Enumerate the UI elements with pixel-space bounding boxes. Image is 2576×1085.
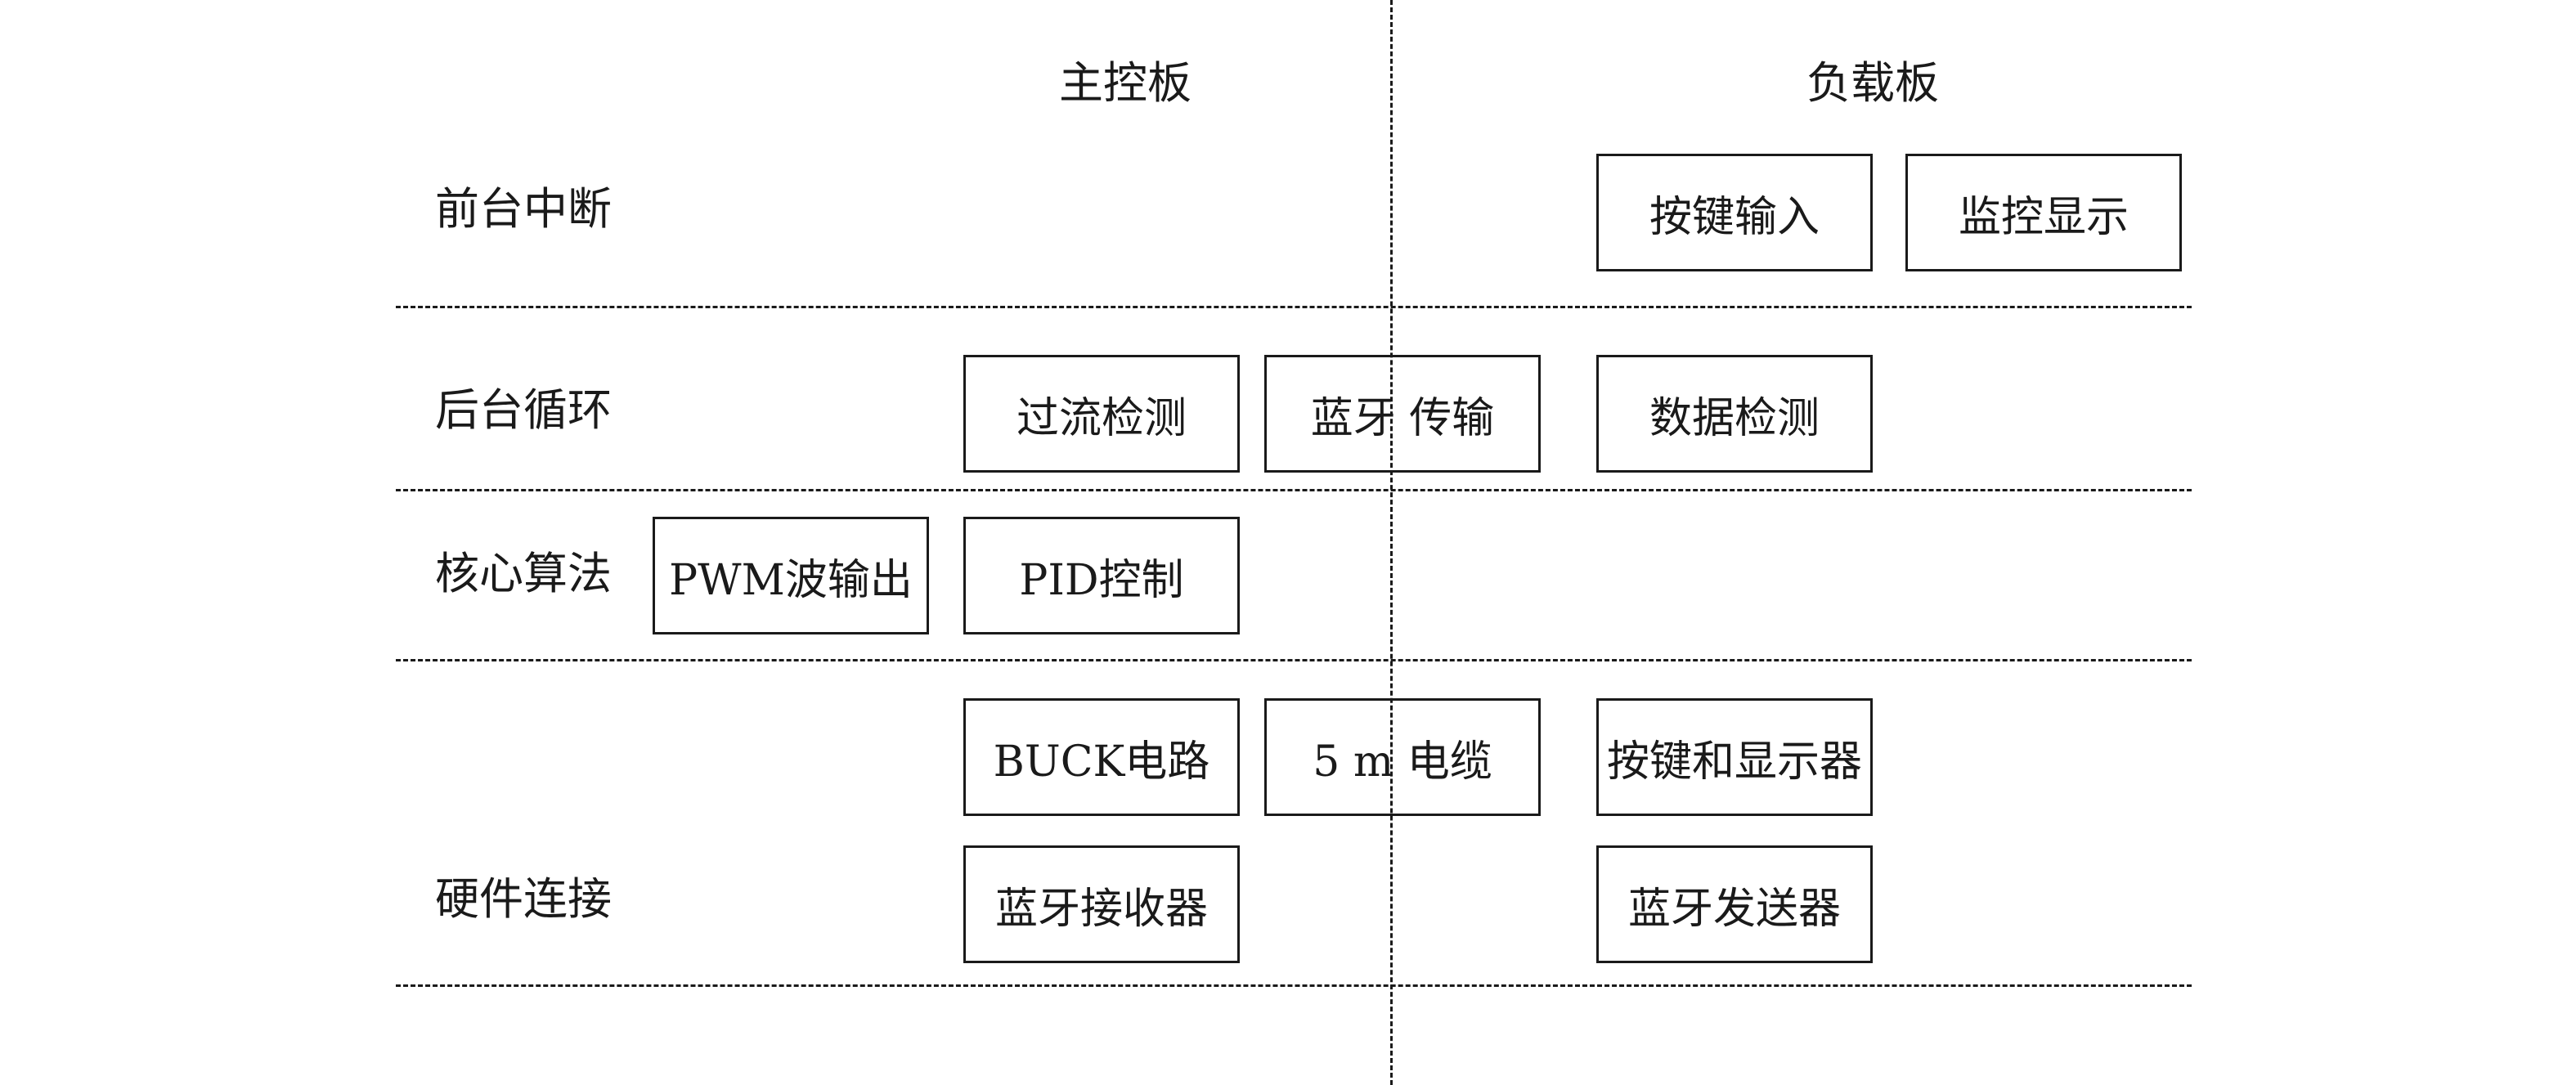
row-separator-1 [396,306,2192,308]
column-header-load-board: 负载板 [1806,57,1939,109]
box-overcurrent-detection: 过流检测 [963,355,1240,473]
row-separator-3 [396,659,2192,661]
box-keys-and-display: 按键和显示器 [1596,698,1873,816]
column-header-main-board: 主控板 [1059,57,1192,109]
box-bluetooth-receiver: 蓝牙接收器 [963,845,1240,963]
board-divider [1390,0,1393,1085]
box-pid-control: PID控制 [963,517,1240,634]
box-buck-circuit: BUCK电路 [963,698,1240,816]
box-bluetooth-transmission: 蓝牙 传输 [1264,355,1541,473]
box-bluetooth-sender: 蓝牙发送器 [1596,845,1873,963]
box-data-detection: 数据检测 [1596,355,1873,473]
box-monitor-display: 监控显示 [1905,154,2182,271]
box-key-input: 按键输入 [1596,154,1873,271]
row-label-foreground-interrupt: 前台中断 [435,183,612,235]
box-cable-5m: 5 m 电缆 [1264,698,1541,816]
row-label-hardware-connection: 硬件连接 [435,873,612,925]
row-separator-2 [396,489,2192,491]
box-pwm-output: PWM波输出 [653,517,929,634]
row-separator-4 [396,984,2192,987]
row-label-core-algorithm: 核心算法 [435,548,612,599]
row-label-background-loop: 后台循环 [435,384,612,436]
